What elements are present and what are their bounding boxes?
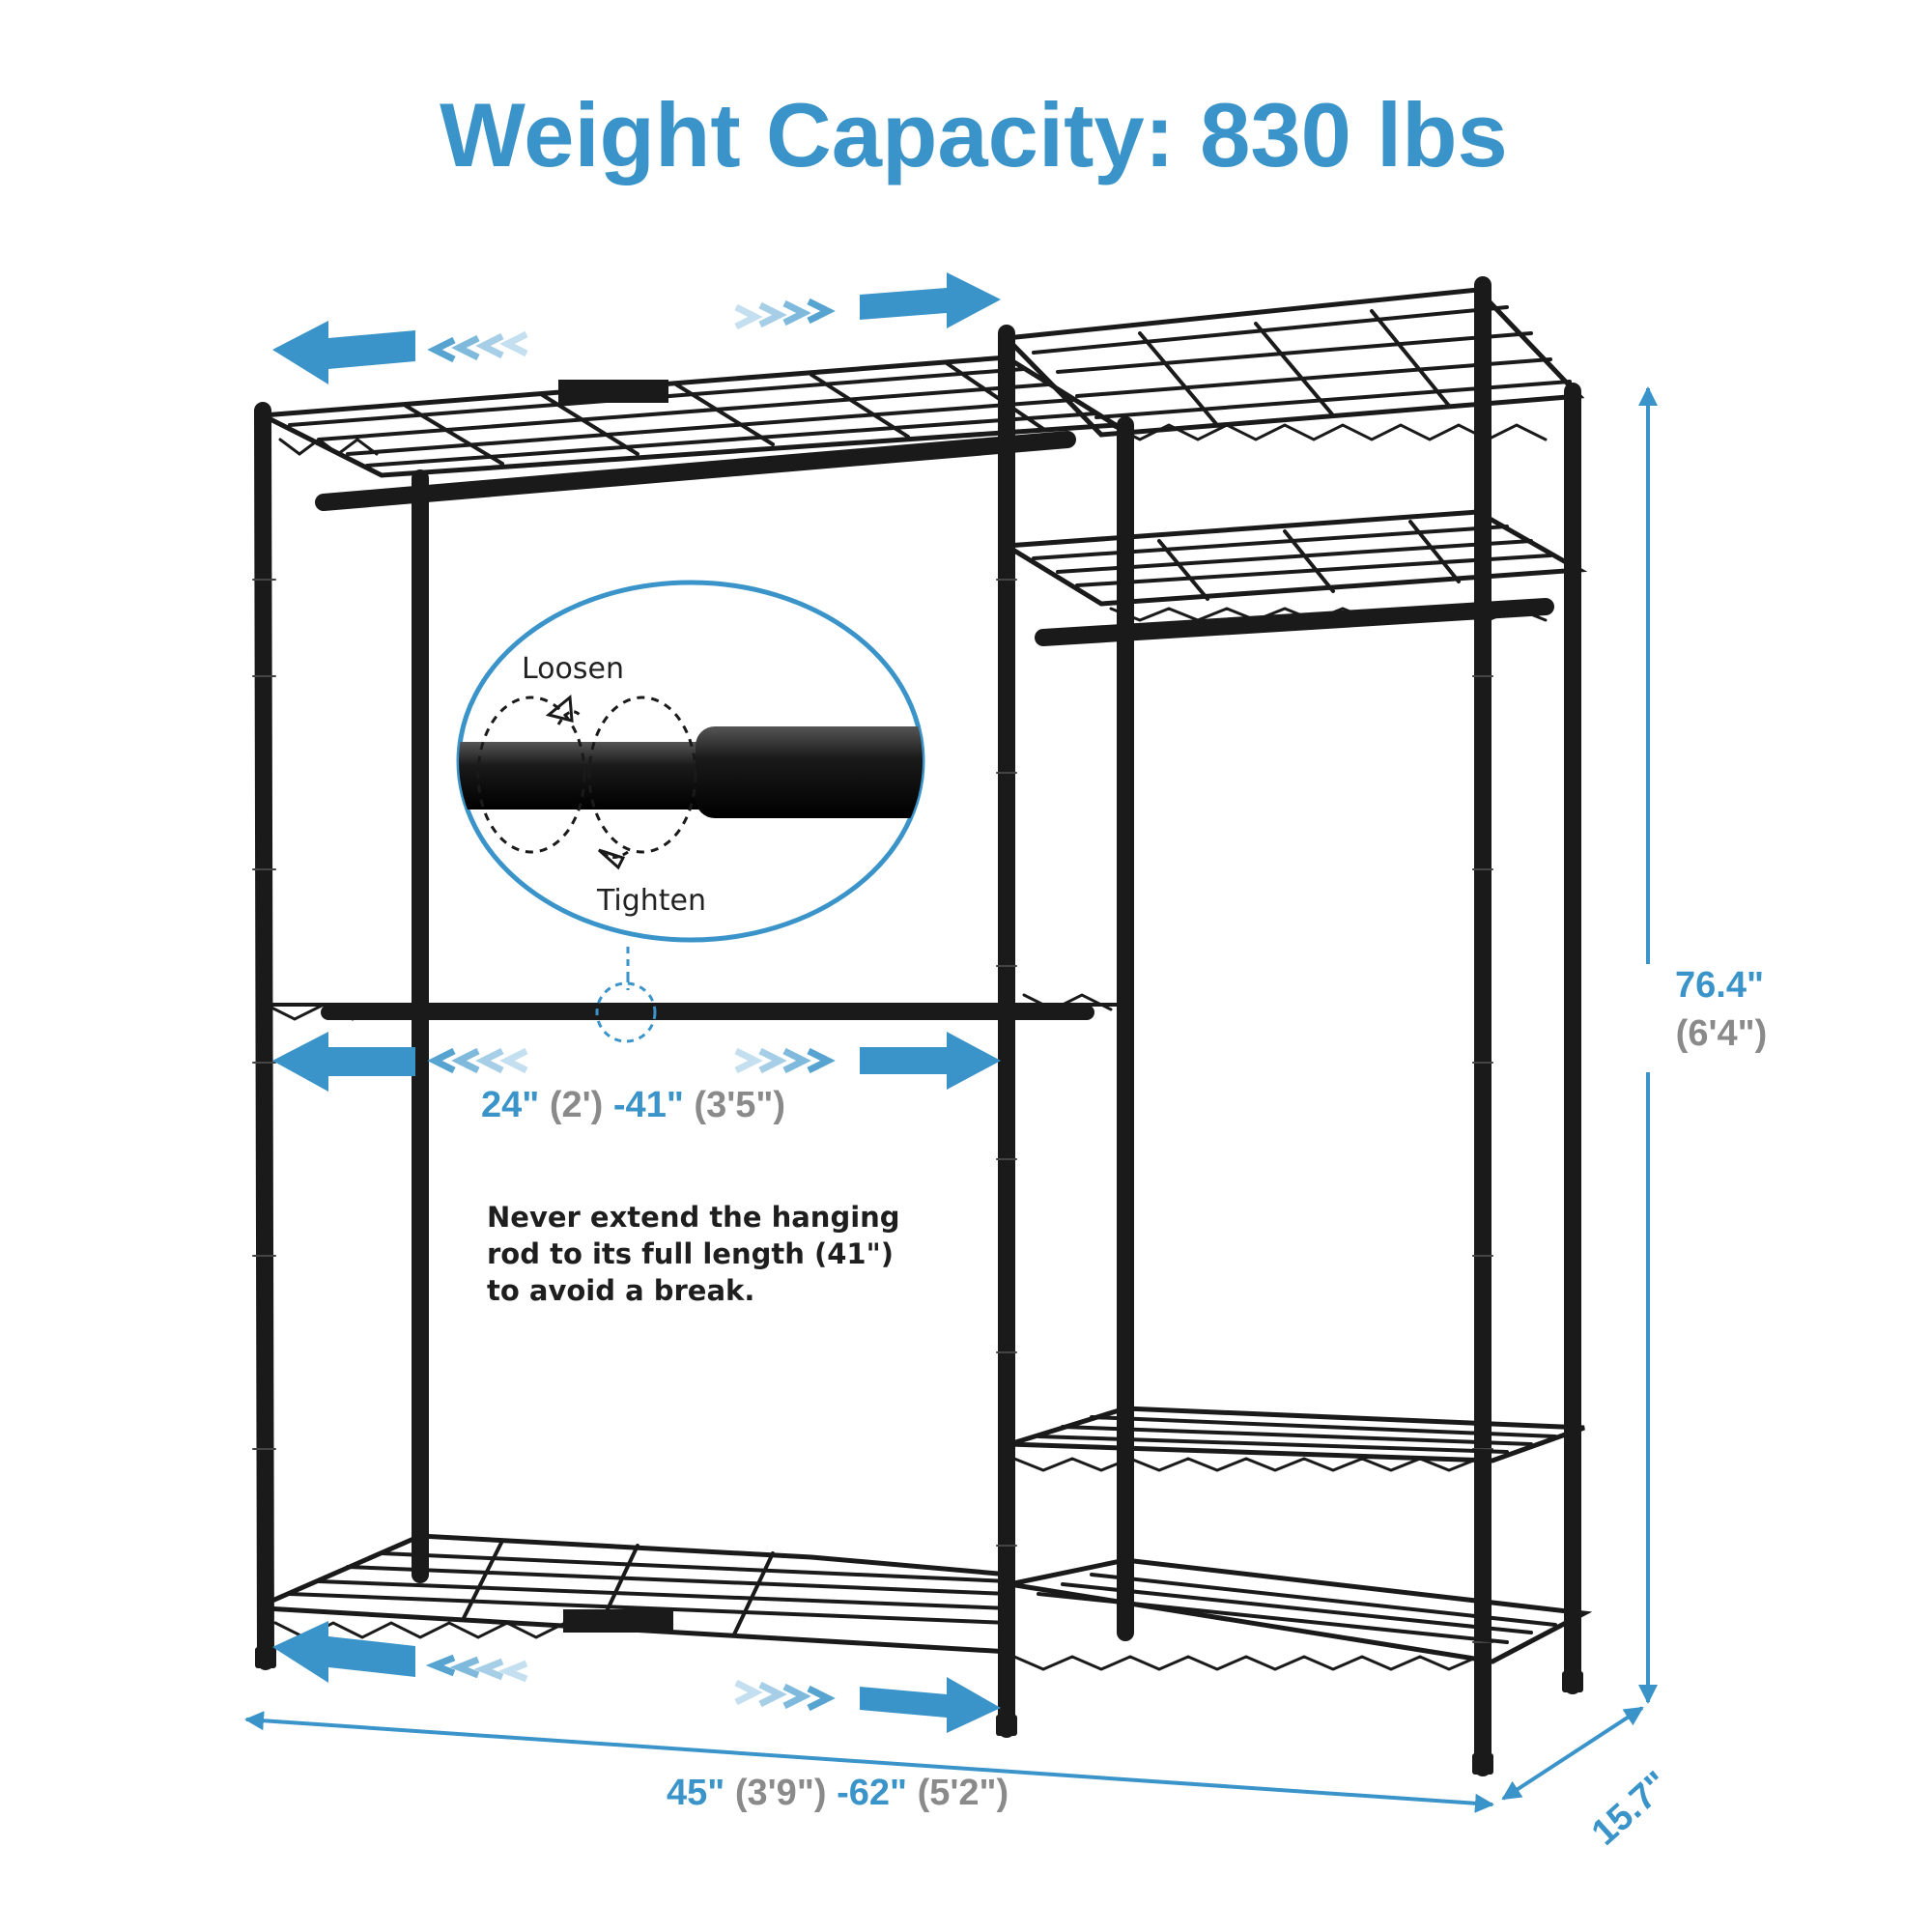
- shelf-connector: [563, 1609, 673, 1633]
- height-dimension: 76.4" (6'4"): [1638, 386, 1768, 1704]
- note-line-2: rod to its full length (41"): [487, 1237, 894, 1270]
- rod-segment-wide: [696, 726, 923, 818]
- note-line-3: to avoid a break.: [487, 1274, 754, 1307]
- loosen-label: Loosen: [522, 652, 624, 686]
- shelf-connector: [558, 380, 668, 403]
- tighten-label: Tighten: [596, 884, 706, 918]
- right-lower-shelf: [1009, 1406, 1585, 1472]
- top-shelf-left: [253, 355, 1123, 478]
- rod-callout: Loosen Tighten: [456, 580, 925, 1043]
- rod-max: -41": [613, 1085, 684, 1125]
- depth-dimension: 15.7": [1501, 1706, 1677, 1854]
- wardrobe-rack: [252, 276, 1593, 1776]
- extension-arrows: [272, 272, 1001, 1733]
- bottom-right-arrow: [734, 1677, 1001, 1733]
- middle-right-arrow: [734, 1032, 1001, 1090]
- width-max-feet: (5'2"): [918, 1773, 1009, 1813]
- width-dimension: 45" (3'9") -62" (5'2"): [244, 1711, 1494, 1813]
- poles: [254, 276, 1581, 1776]
- depth-value: 15.7": [1584, 1764, 1677, 1854]
- bottom-shelf-left: [263, 1533, 1012, 1655]
- right-hanging-rod: [1035, 598, 1554, 646]
- rod-max-feet: (3'5"): [694, 1085, 785, 1125]
- rod-min-feet: (2'): [550, 1085, 603, 1125]
- loosen-arrow-icon: [556, 710, 582, 725]
- rod-min: 24": [481, 1085, 539, 1125]
- callout-target-circle: [595, 981, 657, 1043]
- width-max: -62": [837, 1773, 907, 1813]
- rod-range-text: 24" (2') -41" (3'5"): [481, 1085, 785, 1125]
- top-right-arrow: [734, 272, 1001, 330]
- height-value: 76.4": [1675, 965, 1764, 1006]
- note-line-1: Never extend the hanging: [487, 1201, 900, 1234]
- top-shelf-right: [1001, 287, 1585, 441]
- width-text: 45" (3'9") -62" (5'2"): [667, 1773, 1009, 1813]
- width-min-feet: (3'9"): [735, 1773, 827, 1813]
- middle-left-arrow: [272, 1032, 528, 1092]
- bottom-shelf-right: [1009, 1557, 1593, 1671]
- width-min: 45": [667, 1773, 724, 1813]
- height-feet: (6'4"): [1676, 1013, 1768, 1054]
- warning-note: Never extend the hanging rod to its full…: [487, 1201, 900, 1307]
- page-title: Weight Capacity: 830 lbs: [440, 84, 1508, 185]
- bottom-left-arrow: [272, 1621, 528, 1683]
- top-left-arrow: [272, 321, 528, 384]
- top-hanging-rod: [315, 431, 1076, 511]
